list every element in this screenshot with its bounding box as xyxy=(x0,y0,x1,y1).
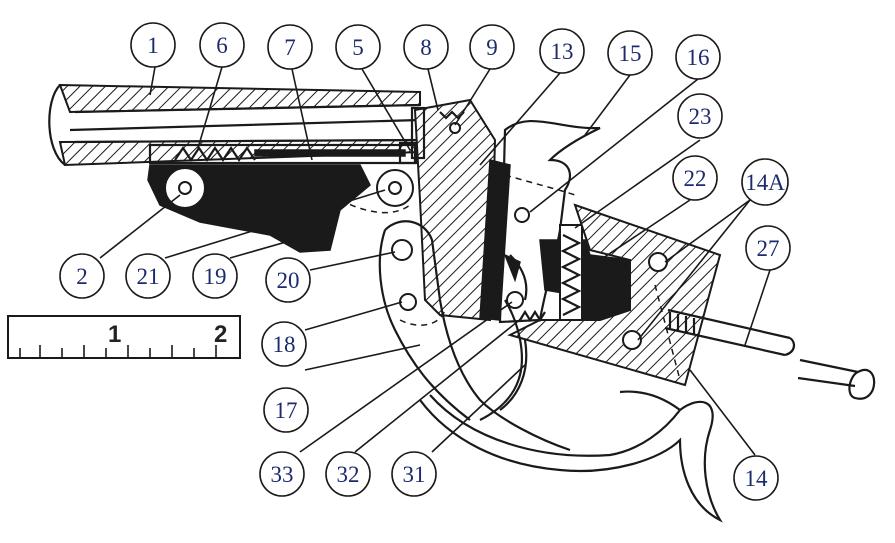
firing-pin-tip xyxy=(398,141,418,165)
callout-15: 15 xyxy=(607,30,653,76)
svg-text:17: 17 xyxy=(275,398,298,423)
callout-18: 18 xyxy=(261,321,307,367)
callout-2: 2 xyxy=(59,253,105,299)
callout-8: 8 xyxy=(403,24,449,70)
callout-22: 22 xyxy=(672,155,718,201)
hammer-arc-guide xyxy=(504,174,576,196)
svg-text:7: 7 xyxy=(284,35,296,60)
ruler-ticks xyxy=(19,345,217,358)
svg-text:18: 18 xyxy=(273,332,296,357)
barrel-muzzle xyxy=(48,84,66,166)
callouts: 1 6 7 5 8 9 13 15 xyxy=(59,22,791,501)
callout-6: 6 xyxy=(199,22,245,68)
pivot-pin-center xyxy=(388,181,402,195)
callout-16: 16 xyxy=(675,34,721,80)
hammer-pivot xyxy=(514,207,530,223)
callout-13: 13 xyxy=(539,28,585,74)
callout-5: 5 xyxy=(335,24,381,70)
callout-31: 31 xyxy=(391,451,437,497)
callout-20: 20 xyxy=(265,257,311,303)
svg-text:21: 21 xyxy=(137,264,160,289)
callout-14: 14 xyxy=(733,455,779,501)
svg-text:19: 19 xyxy=(204,264,227,289)
callout-14a: 14A xyxy=(741,158,789,206)
scale-ruler: 1 2 xyxy=(7,315,241,359)
callout-33: 33 xyxy=(259,451,305,497)
callout-17: 17 xyxy=(263,387,309,433)
mechanism-drawing xyxy=(48,83,876,523)
svg-text:5: 5 xyxy=(352,35,364,60)
ruler-mark-1: 1 xyxy=(108,321,121,348)
callout-23: 23 xyxy=(677,93,723,139)
callout-32: 32 xyxy=(325,451,371,497)
frame-pin-upper xyxy=(648,252,668,272)
barrel-bore xyxy=(69,103,421,144)
svg-text:9: 9 xyxy=(486,35,498,60)
locking-lever xyxy=(378,220,571,452)
svg-text:8: 8 xyxy=(420,35,432,60)
trigger-plate xyxy=(507,203,722,387)
svg-text:33: 33 xyxy=(271,462,294,487)
svg-text:23: 23 xyxy=(689,104,712,129)
frame-guide-line xyxy=(654,284,681,381)
svg-text:22: 22 xyxy=(684,166,707,191)
svg-text:31: 31 xyxy=(403,462,426,487)
svg-text:2: 2 xyxy=(76,264,88,289)
mainspring xyxy=(560,234,582,316)
svg-text:15: 15 xyxy=(619,41,642,66)
trigger-spring xyxy=(519,309,546,323)
trigger-pivot xyxy=(506,291,524,309)
extractor-pin xyxy=(449,122,461,134)
pivot-arc-guide xyxy=(339,199,411,214)
stock-bolt-end xyxy=(784,337,796,357)
trigger-guard xyxy=(419,394,723,523)
lever-pivot-lower xyxy=(399,293,417,311)
ruler-mark-2: 2 xyxy=(214,321,227,348)
stock-bolt-shaft xyxy=(664,308,791,357)
callout-21: 21 xyxy=(125,253,171,299)
svg-text:16: 16 xyxy=(687,45,710,70)
firing-pin-rod xyxy=(254,149,406,157)
guard-finger-rest xyxy=(619,390,681,411)
hinge-pin-center xyxy=(178,181,192,195)
callout-9: 9 xyxy=(469,24,515,70)
stock-bolt-head xyxy=(797,358,876,400)
lever-guide xyxy=(399,309,446,326)
callout-7: 7 xyxy=(267,24,313,70)
svg-text:27: 27 xyxy=(757,236,780,261)
svg-text:14: 14 xyxy=(745,466,769,491)
svg-text:6: 6 xyxy=(216,33,228,58)
svg-text:13: 13 xyxy=(551,39,574,64)
firing-pin-spring xyxy=(174,146,256,162)
callout-19: 19 xyxy=(192,253,238,299)
svg-text:1: 1 xyxy=(147,33,159,58)
stock-bolt-thread xyxy=(668,312,696,334)
callout-27: 27 xyxy=(745,225,791,271)
frame-pin-lower xyxy=(622,330,642,350)
svg-text:32: 32 xyxy=(337,462,360,487)
trigger-sear-notch xyxy=(503,253,521,283)
ruler-body xyxy=(7,315,241,359)
extractor xyxy=(410,106,426,160)
callout-1: 1 xyxy=(130,22,176,68)
lever-pivot-upper xyxy=(391,239,413,261)
leader-lines xyxy=(99,66,771,456)
svg-text:20: 20 xyxy=(277,268,300,293)
svg-text:14A: 14A xyxy=(745,170,785,195)
